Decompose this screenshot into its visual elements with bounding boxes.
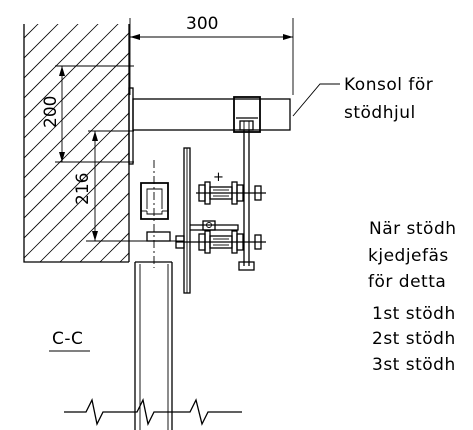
ground-break-line bbox=[64, 398, 242, 426]
callout-label-line1: Konsol för bbox=[344, 75, 433, 95]
upper-wheel-assembly: + bbox=[196, 170, 266, 205]
note-list-item-3: 3st stödh bbox=[372, 355, 456, 375]
trolley-top bbox=[146, 231, 171, 242]
dimension-300: 300 bbox=[129, 14, 294, 95]
note-list-item-2: 2st stödh bbox=[372, 329, 456, 349]
wall-hatched bbox=[23, 24, 130, 263]
lower-wheel-assembly bbox=[175, 230, 266, 254]
dimension-216-label: 216 bbox=[73, 173, 93, 205]
c-profile-rail bbox=[140, 182, 169, 220]
dimension-200: 200 bbox=[41, 65, 134, 163]
section-label: C-C bbox=[52, 329, 83, 349]
note-list-item-1: 1st stödh bbox=[372, 304, 456, 324]
note-line-2: kjedjefäs bbox=[368, 246, 449, 266]
vertical-bracket bbox=[183, 147, 191, 294]
hanger-rod bbox=[238, 130, 255, 271]
console-arm bbox=[132, 96, 291, 133]
dimension-300-label: 300 bbox=[186, 14, 218, 34]
plus-mark: + bbox=[213, 170, 224, 185]
callout-leader bbox=[292, 83, 340, 117]
callout-label-line2: stödhjul bbox=[344, 103, 416, 123]
note-line-3: för detta bbox=[368, 272, 446, 292]
wheel-bracket bbox=[190, 220, 239, 231]
dimension-200-label: 200 bbox=[41, 96, 61, 128]
gate-post bbox=[134, 261, 173, 430]
note-line-1: När stödh bbox=[369, 219, 457, 239]
